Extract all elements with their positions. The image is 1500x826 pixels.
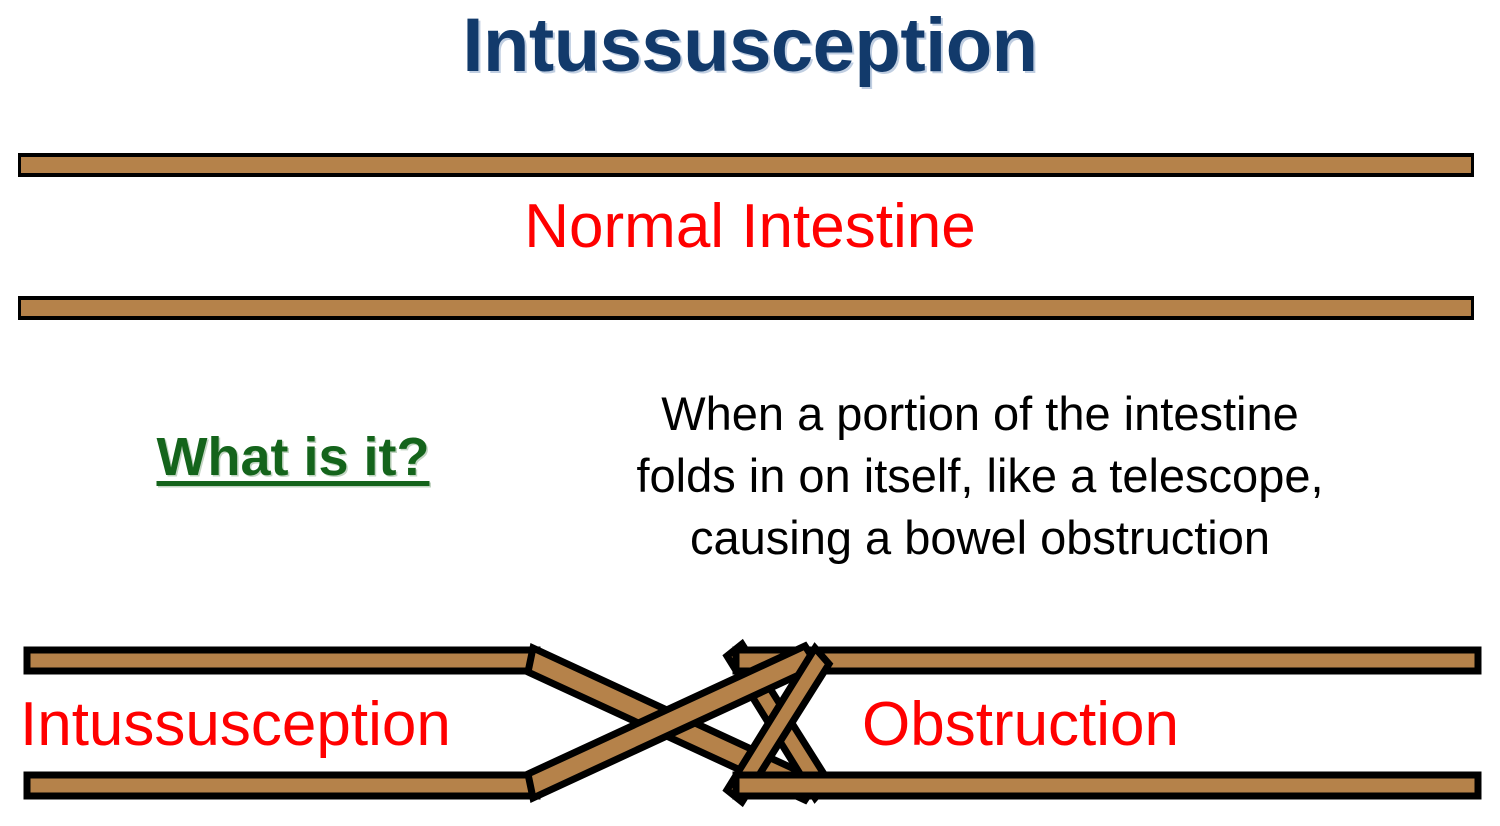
definition-line-3: causing a bowel obstruction xyxy=(689,511,1271,565)
definition-line-1: When a portion of the intestine xyxy=(661,387,1299,440)
intestine-wall-lower xyxy=(18,296,1474,320)
intussusception-svg xyxy=(23,638,1482,808)
intussusception-diagram xyxy=(0,620,1500,826)
upper-left-wall xyxy=(23,646,541,675)
obstruction-label: Obstruction xyxy=(862,690,1180,759)
upper-right-wall xyxy=(732,646,1482,675)
definition-text: When a portion of the intestine folds in… xyxy=(555,383,1405,569)
lower-right-wall xyxy=(732,771,1482,800)
lower-reflected-limb xyxy=(722,642,834,808)
intussusception-label: Intussusception xyxy=(20,690,451,759)
page-title: Intussusception xyxy=(462,3,1038,88)
definition-line-2: folds in on itself, like a telescope, xyxy=(636,449,1324,503)
lower-left-wall xyxy=(23,771,541,800)
what-is-it-heading: What is it? xyxy=(156,427,430,487)
intestine-wall-upper xyxy=(18,153,1474,177)
lower-infolding-wall xyxy=(524,641,824,804)
normal-intestine-label: Normal Intestine xyxy=(524,192,976,261)
